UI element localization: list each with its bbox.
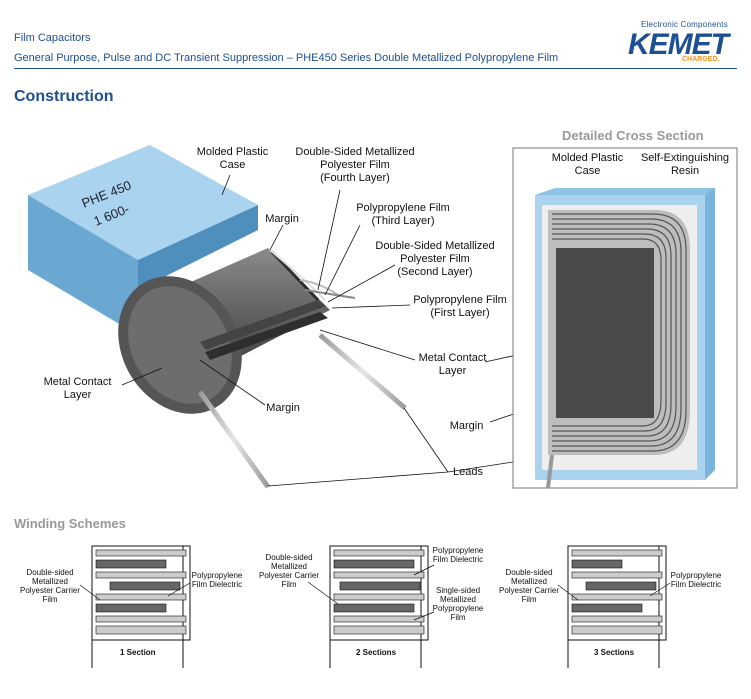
cross-section-box bbox=[512, 147, 738, 489]
scheme2-left-label: Double-sided Metallized Polyester Carrie… bbox=[258, 553, 319, 589]
label-metal-contact-right: Metal Contact Layer bbox=[418, 352, 487, 377]
label-molded-case: Molded Plastic Case bbox=[196, 146, 269, 171]
winding-scheme-1 bbox=[91, 545, 191, 668]
capacitor-roll bbox=[118, 248, 356, 414]
document-subtitle: General Purpose, Pulse and DC Transient … bbox=[14, 52, 559, 64]
label-margin-bottom: Margin bbox=[266, 402, 300, 414]
label-fourth-layer: Double-Sided Metallized Polyester Film (… bbox=[295, 146, 415, 184]
leads bbox=[197, 333, 407, 489]
document-category: Film Capacitors bbox=[14, 32, 91, 44]
header-rule bbox=[14, 68, 737, 69]
scheme3-left-label: Double-sided Metallized Polyester Carrie… bbox=[498, 568, 559, 604]
scheme3-right-label: Polypropylene Film Dielectric bbox=[670, 571, 722, 589]
label-metal-contact-left: Metal Contact Layer bbox=[43, 376, 112, 401]
scheme3-caption: 3 Sections bbox=[594, 648, 635, 657]
construction-heading: Construction bbox=[14, 88, 114, 105]
scheme1-left-label: Double-sided Metallized Polyester Carrie… bbox=[19, 568, 80, 604]
logo-tagline: Electronic Components bbox=[641, 20, 728, 29]
label-margin-right: Margin bbox=[449, 420, 484, 432]
logo-slogan: CHARGED. bbox=[682, 56, 720, 63]
molded-case-drawing: PHE 450 1 600- bbox=[28, 145, 258, 335]
label-third-layer: Polypropylene Film (Third Layer) bbox=[356, 202, 450, 227]
winding-heading: Winding Schemes bbox=[14, 516, 126, 531]
label-leads: Leads bbox=[453, 466, 483, 478]
scheme2-right-top-label: Polypropylene Film Dielectric bbox=[432, 546, 484, 564]
cross-section-resin-label: Self-Extinguishing Resin bbox=[640, 152, 730, 177]
label-first-layer: Polypropylene Film (First Layer) bbox=[413, 294, 507, 319]
winding-scheme-3 bbox=[567, 545, 667, 668]
winding-scheme-2 bbox=[329, 545, 429, 668]
kemet-logo: KEMET bbox=[628, 28, 729, 61]
scheme1-caption: 1 Section bbox=[120, 648, 156, 657]
cross-section-case-label: Molded Plastic Case bbox=[551, 152, 624, 177]
label-margin-top: Margin bbox=[265, 213, 299, 225]
scheme2-caption: 2 Sections bbox=[356, 648, 397, 657]
scheme2-right-bottom-label: Single-sided Metallized Polypropylene Fi… bbox=[432, 586, 484, 622]
label-second-layer: Double-Sided Metallized Polyester Film (… bbox=[375, 240, 495, 278]
cross-section-heading: Detailed Cross Section bbox=[562, 128, 704, 143]
scheme1-right-label: Polypropylene Film Dielectric bbox=[191, 571, 243, 589]
